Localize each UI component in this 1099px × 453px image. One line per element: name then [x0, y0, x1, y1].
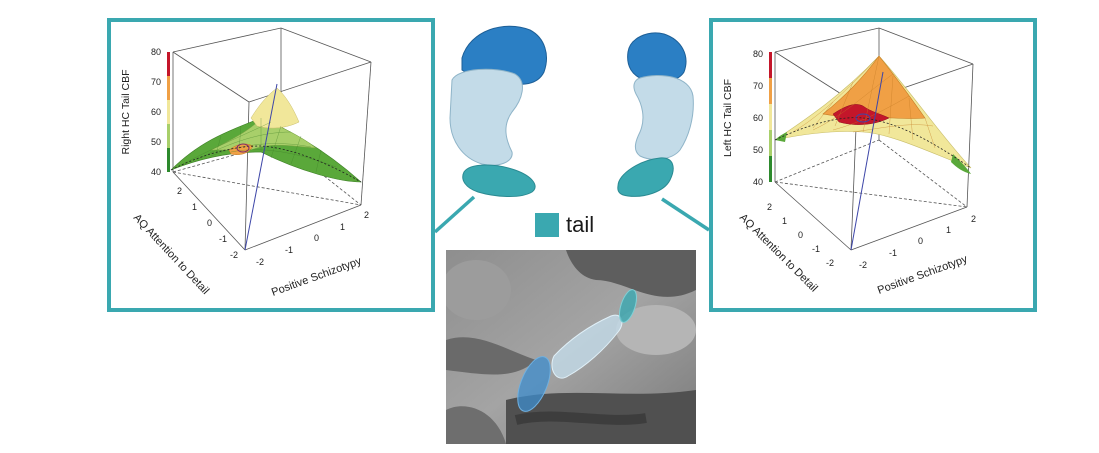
right-x-axis-title: AQ Attention to Detail	[737, 212, 820, 295]
left-x-tick-1: 1	[192, 202, 197, 212]
right-z-tick-0: 40	[753, 177, 763, 187]
right-connector-line	[661, 197, 710, 232]
left-z-tick-0: 40	[151, 167, 161, 177]
left-x-tick-2: 0	[207, 218, 212, 228]
right-hc-tail-surface-plot: 40 50 60 70 80 Right HC Tail CBF 2 1 0 -…	[120, 27, 372, 299]
left-hc-tail-surface-plot: 40 50 60 70 80 Left HC Tail CBF 2 1 0 -1…	[722, 27, 976, 297]
mri-tail-overlay	[619, 289, 637, 323]
right-y-tick-3: 1	[946, 225, 951, 235]
right-surface-orange	[822, 55, 926, 119]
right-x-tick-0: 2	[767, 202, 772, 212]
right-hippocampus-tail	[617, 157, 674, 197]
left-y-tick-4: 2	[364, 210, 369, 220]
left-x-tick-3: -1	[219, 234, 227, 244]
left-connector-line	[433, 195, 476, 234]
left-z-tick-1: 50	[151, 137, 161, 147]
right-x-tick-2: 0	[798, 230, 803, 240]
right-y-tick-4: 2	[971, 214, 976, 224]
right-z-axis-title: Left HC Tail CBF	[722, 79, 734, 157]
left-z-tick-2: 60	[151, 107, 161, 117]
right-hc-tail-plot-panel: 40 50 60 70 80 Right HC Tail CBF 2 1 0 -…	[107, 18, 435, 312]
legend: tail	[535, 212, 594, 238]
mri-head-overlay	[517, 356, 551, 412]
legend-swatch-tail	[535, 213, 559, 237]
left-z-tick-4: 80	[151, 47, 161, 57]
right-x-tick-4: -2	[826, 258, 834, 268]
right-z-tick-2: 60	[753, 113, 763, 123]
left-x-axis-title: AQ Attention to Detail	[131, 212, 212, 297]
left-surface-yellow	[250, 87, 300, 129]
left-z-axis-title: Right HC Tail CBF	[120, 70, 132, 155]
right-surface-green-edge	[951, 154, 971, 174]
right-hippocampus-head	[627, 32, 687, 83]
right-y-tick-2: 0	[918, 236, 923, 246]
right-y-tick-0: -2	[859, 260, 867, 270]
left-hc-tail-plot-panel: 40 50 60 70 80 Left HC Tail CBF 2 1 0 -1…	[709, 18, 1037, 312]
legend-label: tail	[566, 212, 595, 237]
left-x-tick-4: -2	[230, 250, 238, 260]
left-z-tick-3: 70	[151, 77, 161, 87]
left-hippocampus-body	[449, 68, 523, 166]
right-hippocampus-body	[633, 75, 694, 160]
right-y-axis-title: Positive Schizotypy	[876, 253, 970, 297]
mri-body-overlay	[551, 314, 623, 379]
left-y-tick-3: 1	[340, 222, 345, 232]
left-hippocampus-tail	[462, 164, 536, 197]
left-y-tick-1: -1	[285, 245, 293, 255]
right-x-tick-1: 1	[782, 216, 787, 226]
left-y-axis-title: Positive Schizotypy	[270, 255, 364, 299]
right-x-tick-3: -1	[812, 244, 820, 254]
right-y-tick-1: -1	[889, 248, 897, 258]
mri-slice-image	[446, 250, 696, 444]
left-y-tick-2: 0	[314, 233, 319, 243]
left-y-tick-0: -2	[256, 257, 264, 267]
left-x-tick-0: 2	[177, 186, 182, 196]
right-z-tick-3: 70	[753, 81, 763, 91]
right-z-tick-1: 50	[753, 145, 763, 155]
right-surface-green-left	[775, 132, 787, 142]
right-z-tick-4: 80	[753, 49, 763, 59]
